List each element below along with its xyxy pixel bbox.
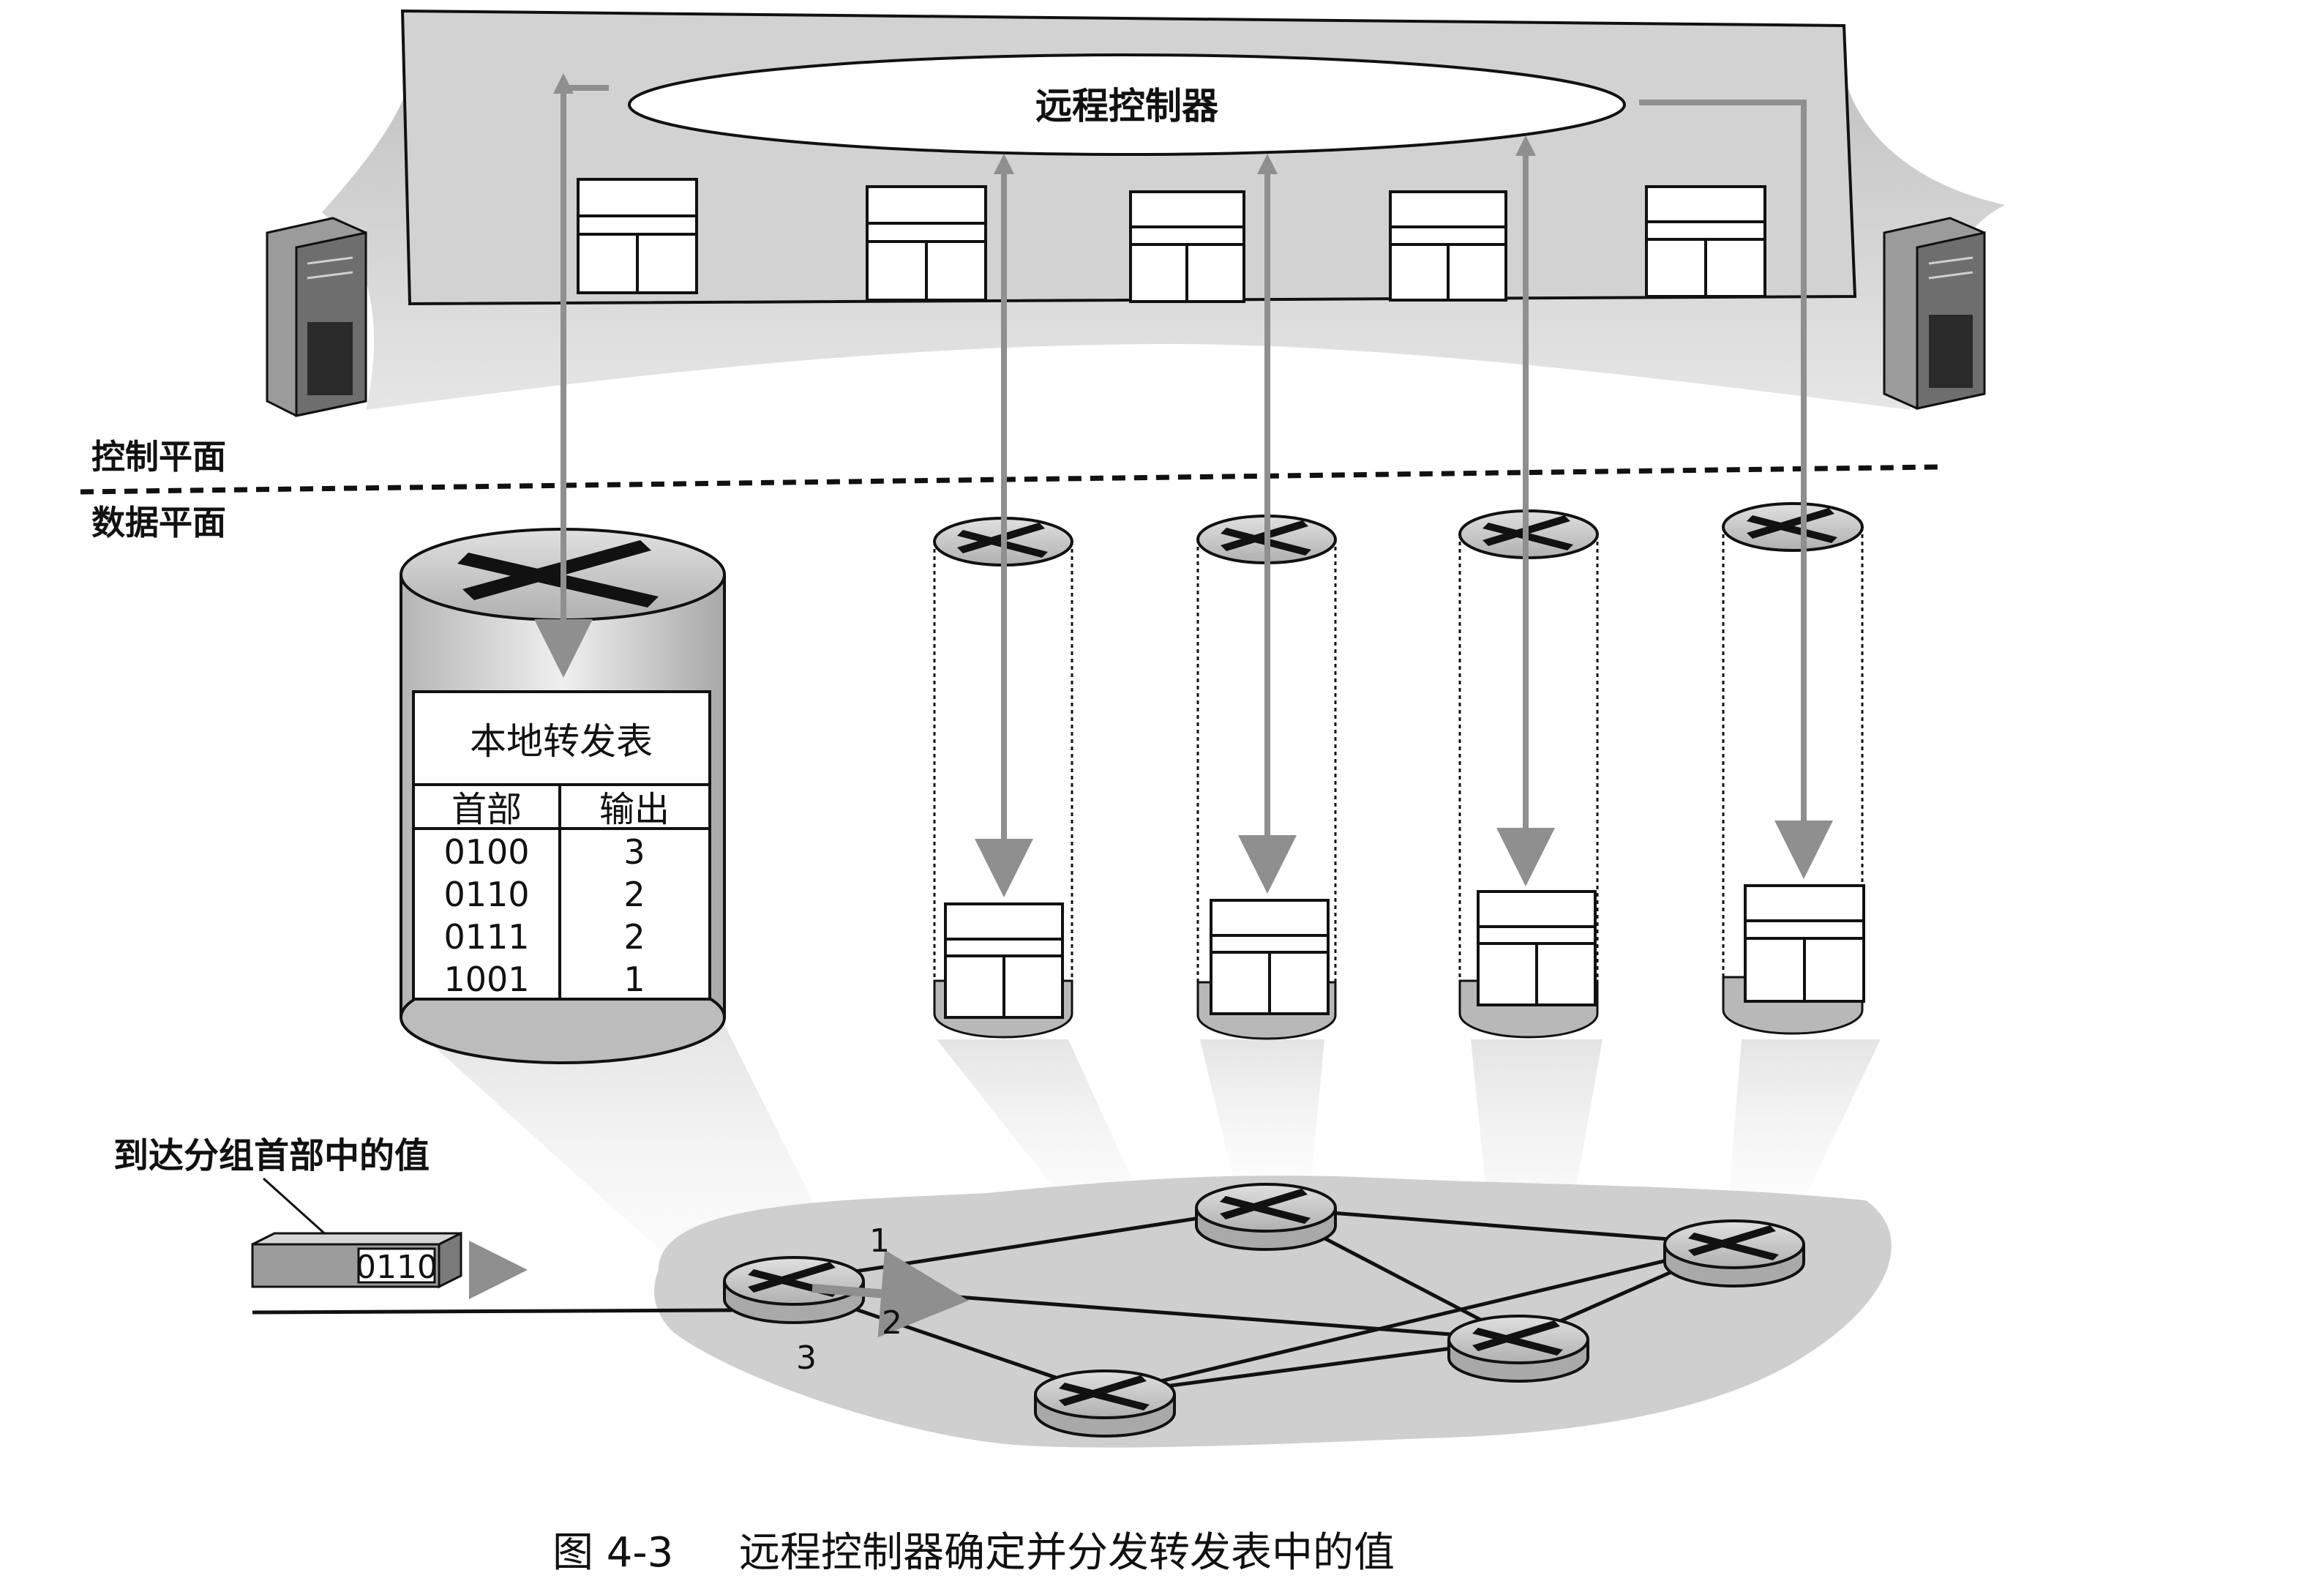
local-table-header-col: 首部 — [451, 789, 522, 830]
table-cell: 0111 — [443, 917, 529, 957]
table-cell: 2 — [623, 875, 645, 914]
network-router — [1665, 1221, 1804, 1286]
local-table-output-col: 输出 — [599, 789, 670, 830]
data-plane-label: 数据平面 — [91, 503, 226, 542]
port-label: 1 — [869, 1222, 890, 1260]
network-router — [1196, 1184, 1335, 1249]
table-icon — [867, 187, 986, 300]
packet-label: 到达分组首部中的值 — [113, 1135, 430, 1176]
network-router — [1035, 1371, 1174, 1436]
table-cell: 1001 — [443, 960, 529, 999]
network-router — [1449, 1316, 1588, 1381]
port-label: 3 — [796, 1339, 817, 1377]
router-cylinder — [1723, 504, 1864, 1034]
server-right — [1884, 218, 1984, 408]
table-cell: 1 — [623, 960, 645, 999]
table-cell: 3 — [623, 832, 645, 872]
controller-label: 远程控制器 — [1035, 85, 1219, 127]
control-plane-label: 控制平面 — [91, 437, 226, 476]
table-icon — [1390, 192, 1506, 300]
local-table-title: 本地转发表 — [470, 720, 653, 763]
table-icon — [578, 179, 697, 293]
plane-divider — [80, 467, 1939, 492]
table-cell: 0100 — [443, 832, 529, 872]
figure-number: 图 4-3 — [552, 1529, 673, 1577]
server-left — [267, 218, 366, 416]
figure-caption: 远程控制器确定并分发转发表中的值 — [739, 1529, 1395, 1577]
packet: 0110 — [252, 1233, 461, 1287]
table-cell: 2 — [623, 917, 645, 957]
table-icon — [1131, 192, 1244, 302]
packet-value: 0110 — [356, 1249, 438, 1286]
table-icon — [1646, 187, 1765, 296]
port-label: 2 — [882, 1304, 902, 1342]
table-cell: 0110 — [443, 875, 529, 914]
local-forwarding-table: 本地转发表 首部 输出 0100 3 0110 2 0111 2 1001 1 — [413, 692, 710, 999]
